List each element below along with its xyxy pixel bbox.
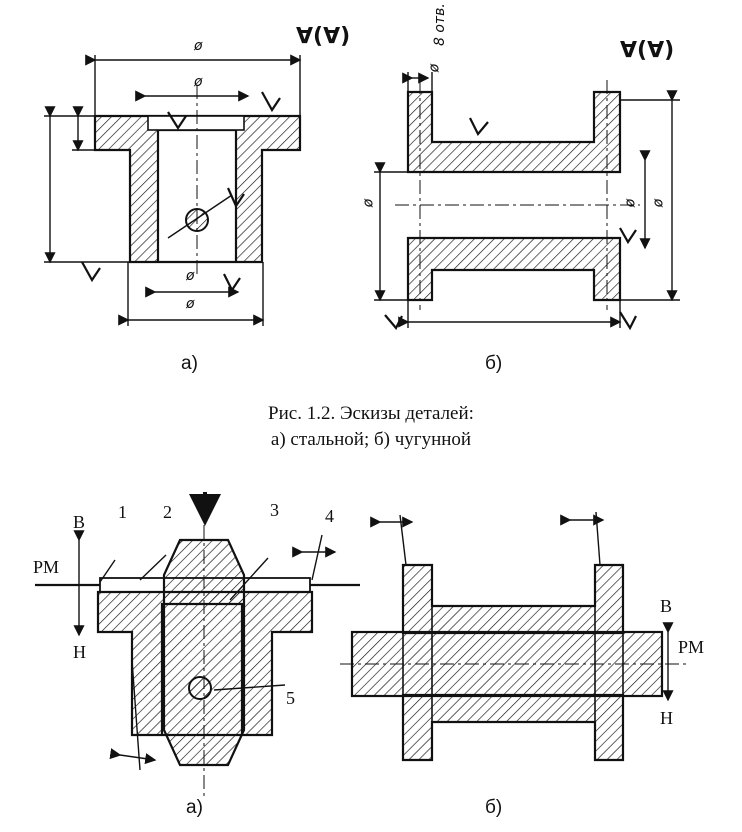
- callout-1: 1: [118, 502, 127, 522]
- callout-5: 5: [286, 688, 295, 708]
- figure-caption-line2: а) стальной; б) чугунной: [270, 429, 472, 450]
- dimension-diameter-hub: ø: [360, 198, 377, 208]
- sketch-b-cast-iron-part: [374, 72, 680, 331]
- direction-down-b: Н: [660, 708, 673, 728]
- plane-label-b: РМ: [678, 637, 705, 657]
- dimension-diameter-bore-b: ø: [622, 198, 639, 208]
- dimension-diameter-outer: ø: [194, 38, 203, 54]
- roughness-symbol-a: ∀(∀): [296, 24, 351, 49]
- hole-count-note: 8 отв.: [432, 3, 448, 46]
- dimension-diameter-bore: ø: [186, 268, 195, 284]
- roughness-symbol-b: ∀(∀): [620, 38, 675, 63]
- callout-4: 4: [325, 506, 334, 526]
- label-setup-a: а): [186, 797, 203, 818]
- label-sketch-a: а): [181, 353, 198, 374]
- dimension-diameter-flange: ø: [650, 198, 667, 208]
- direction-up-a: В: [73, 512, 86, 532]
- callout-3: 3: [270, 500, 279, 520]
- label-setup-b: б): [485, 797, 503, 818]
- dimension-diameter-base: ø: [186, 296, 195, 312]
- callout-2: 2: [163, 502, 172, 522]
- figure-caption-line1: Рис. 1.2. Эскизы деталей:: [268, 403, 474, 424]
- dimension-diameter-hole: ø: [426, 63, 443, 73]
- direction-up-b: В: [660, 596, 673, 616]
- sketch-a-steel-part: [44, 54, 302, 326]
- dimension-diameter-inner: ø: [194, 74, 203, 90]
- label-sketch-b: б): [485, 353, 503, 374]
- setup-a-steel: [35, 492, 360, 800]
- plane-label-a: РМ: [33, 557, 60, 577]
- setup-b-cast-iron: [340, 511, 690, 762]
- direction-down-a: Н: [73, 642, 86, 662]
